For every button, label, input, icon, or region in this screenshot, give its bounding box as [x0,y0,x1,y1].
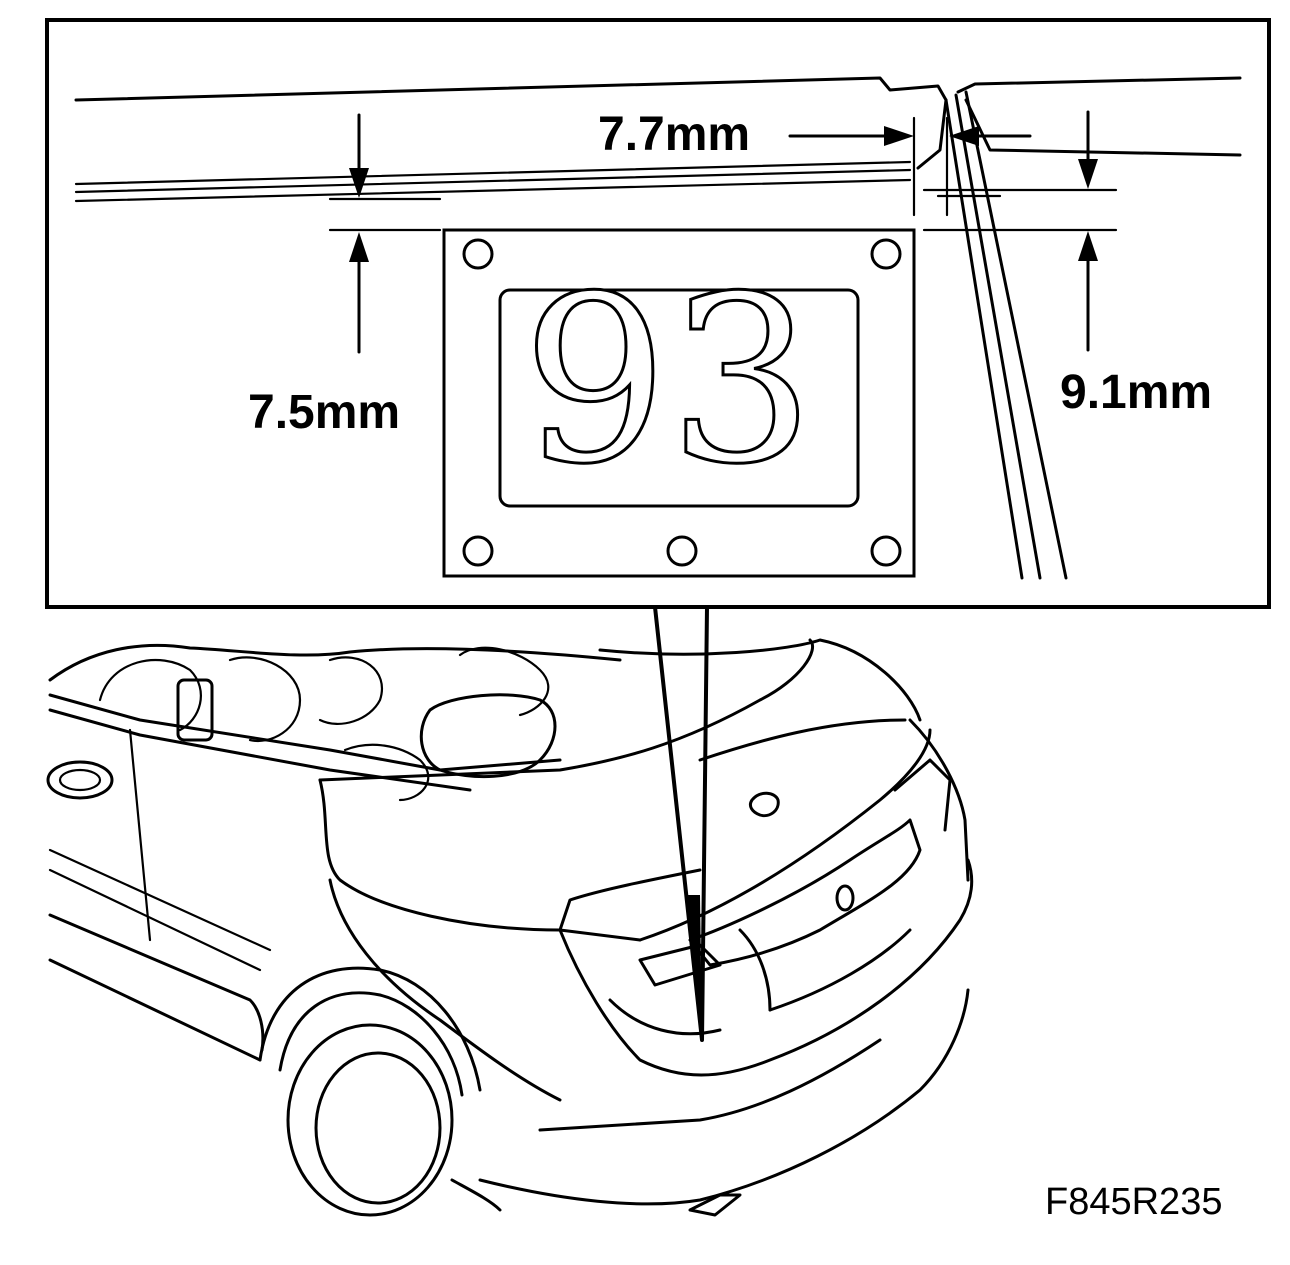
trunk-lock [835,884,855,912]
arrow-up-icon [349,232,369,262]
arrow-right-icon [884,126,914,146]
badge-inner-plate [498,288,860,508]
arrow-down-icon [1078,159,1098,189]
side-emblem [46,760,114,800]
tail-light-panel [688,818,922,967]
figure-reference-label: F845R235 [1045,1181,1222,1223]
dim-label-7-7mm: 7.7mm [598,108,750,161]
mount-hole [462,535,494,567]
mount-hole [870,535,902,567]
dimension-7-7mm: 7.7mm [598,108,1032,217]
dim-label-7-5mm: 7.5mm [248,386,400,439]
callout-pointer-fill [688,895,702,1040]
car-illustration [46,638,974,1217]
trunk-emblem [748,791,780,818]
arrow-down-icon [349,168,369,198]
dimension-7-5mm: 7.5mm [248,113,442,439]
rear-wheel [286,1023,454,1217]
mount-hole [462,238,494,270]
detail-inset: 7.7mm 7.5mm 9.1mm [45,18,1271,609]
dimension-9-1mm: 9.1mm [922,110,1212,419]
arrow-left-icon [949,126,979,146]
mount-hole [666,535,698,567]
dim-label-9-1mm: 9.1mm [1060,366,1212,419]
trunk-lid [638,728,932,942]
wheel-arch [258,966,482,1092]
mount-hole [870,238,902,270]
badge-text: 93 [522,248,815,515]
arrow-up-icon [1078,231,1098,261]
belt-line [48,693,562,772]
rear-deck [318,778,642,942]
cabin-outline [48,643,622,682]
rear-bumper [558,858,974,1077]
badge-93: 93 [442,228,916,578]
body-edge-lines [74,76,1242,580]
seat-headrest [176,678,214,742]
